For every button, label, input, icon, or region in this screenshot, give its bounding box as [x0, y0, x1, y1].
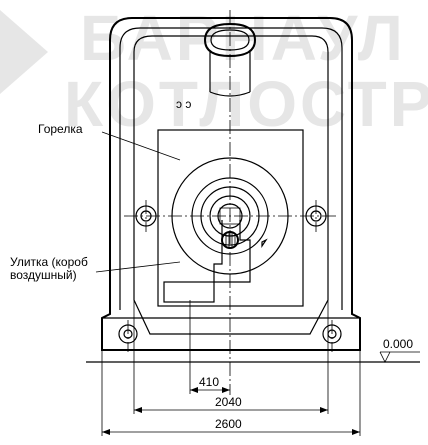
- flue-outlet: [203, 22, 257, 97]
- watermark-line-1: БАРНАУЛ: [80, 2, 406, 74]
- center-lines: [124, 10, 338, 395]
- inner-panel: [133, 35, 329, 335]
- level-label: 0.000: [383, 337, 413, 351]
- volute-leader-line: [95, 261, 181, 273]
- volute-label-line-2: воздушный): [10, 268, 77, 282]
- inner-frame: [119, 27, 343, 310]
- burner-plate: [157, 129, 304, 307]
- dimension-2600: [102, 429, 360, 435]
- dimension-2040: [134, 407, 328, 413]
- dimension-410: [190, 387, 230, 393]
- extension-lines: [101, 300, 361, 436]
- outer-frame: [101, 17, 361, 351]
- volute-label-line-1: Улитка (короб: [10, 255, 88, 269]
- watermark-line-2: КОТЛОСТРОЙ: [64, 67, 428, 140]
- watermark: БАРНАУЛ КОТЛОСТРОЙ: [0, 2, 428, 140]
- air-volute: [163, 220, 268, 303]
- dimension-2600-label: 2600: [215, 417, 242, 431]
- burner-label: Горелка: [38, 122, 83, 136]
- watermark-logo-triangle: [0, 10, 48, 94]
- level-marker: [86, 351, 420, 363]
- burner-leader-line: [101, 131, 181, 161]
- small-mark-label: ɔ ɔ: [176, 97, 191, 111]
- dimension-2040-label: 2040: [215, 395, 242, 409]
- dimension-410-label: 410: [199, 375, 219, 389]
